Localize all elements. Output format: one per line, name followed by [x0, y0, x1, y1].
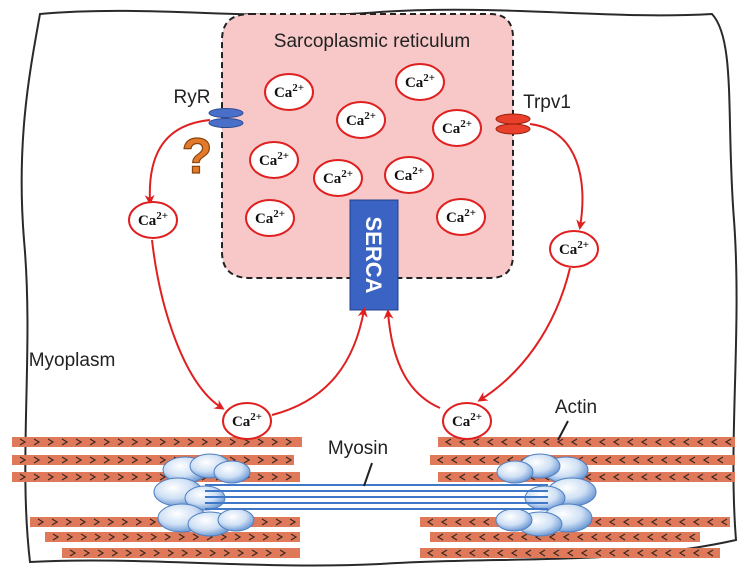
myosin-label: Myosin — [328, 438, 388, 459]
ca-ion-left-release: Ca2+ — [128, 201, 178, 239]
serca-label: SERCA — [361, 216, 386, 293]
arrow-left-down — [151, 239, 225, 410]
myosin-heads-left — [153, 453, 255, 537]
ca-ion-sr-7: Ca2+ — [384, 156, 434, 194]
ryr-channel — [208, 108, 244, 128]
myosin-filament — [153, 453, 597, 537]
trpv1-label: Trpv1 — [523, 92, 571, 113]
ca-ion-right-myofibril: Ca2+ — [442, 402, 492, 440]
myoplasm-label: Myoplasm — [29, 350, 116, 371]
ca-ion-sr-3: Ca2+ — [336, 101, 386, 139]
sr-title: Sarcoplasmic reticulum — [274, 31, 470, 52]
actin-chevrons — [19, 438, 732, 557]
actin-label: Actin — [555, 397, 597, 418]
ca-ion-right-release: Ca2+ — [549, 230, 599, 268]
trpv1-channel — [495, 113, 531, 135]
question-mark: ? — [182, 128, 213, 184]
ca-ion-sr-8: Ca2+ — [245, 199, 295, 237]
serca-pump — [349, 199, 399, 311]
myosin-leader — [363, 462, 373, 487]
ca-ion-sr-6: Ca2+ — [313, 159, 363, 197]
calcium-ions: Ca2+Ca2+Ca2+Ca2+Ca2+Ca2+Ca2+Ca2+Ca2+Ca2+… — [128, 63, 599, 440]
arrow-ryr-release — [144, 119, 211, 205]
ca-ion-sr-9: Ca2+ — [436, 198, 486, 236]
actin-leader — [557, 420, 569, 441]
ryr-label: RyR — [174, 87, 211, 108]
ca-flux-arrows — [144, 119, 587, 416]
ca-ion-sr-4: Ca2+ — [432, 109, 482, 147]
myosin-shaft — [205, 484, 548, 510]
ca-ion-sr-2: Ca2+ — [395, 63, 445, 101]
arrow-trpv1-release — [529, 123, 587, 230]
ca-ion-sr-1: Ca2+ — [264, 73, 314, 111]
ca-ion-sr-5: Ca2+ — [249, 141, 299, 179]
ca-ion-left-myofibril: Ca2+ — [222, 402, 272, 440]
arrow-right-up-to-serca — [383, 309, 441, 409]
arrow-right-down — [477, 267, 571, 402]
arrow-left-up-to-serca — [271, 307, 368, 416]
